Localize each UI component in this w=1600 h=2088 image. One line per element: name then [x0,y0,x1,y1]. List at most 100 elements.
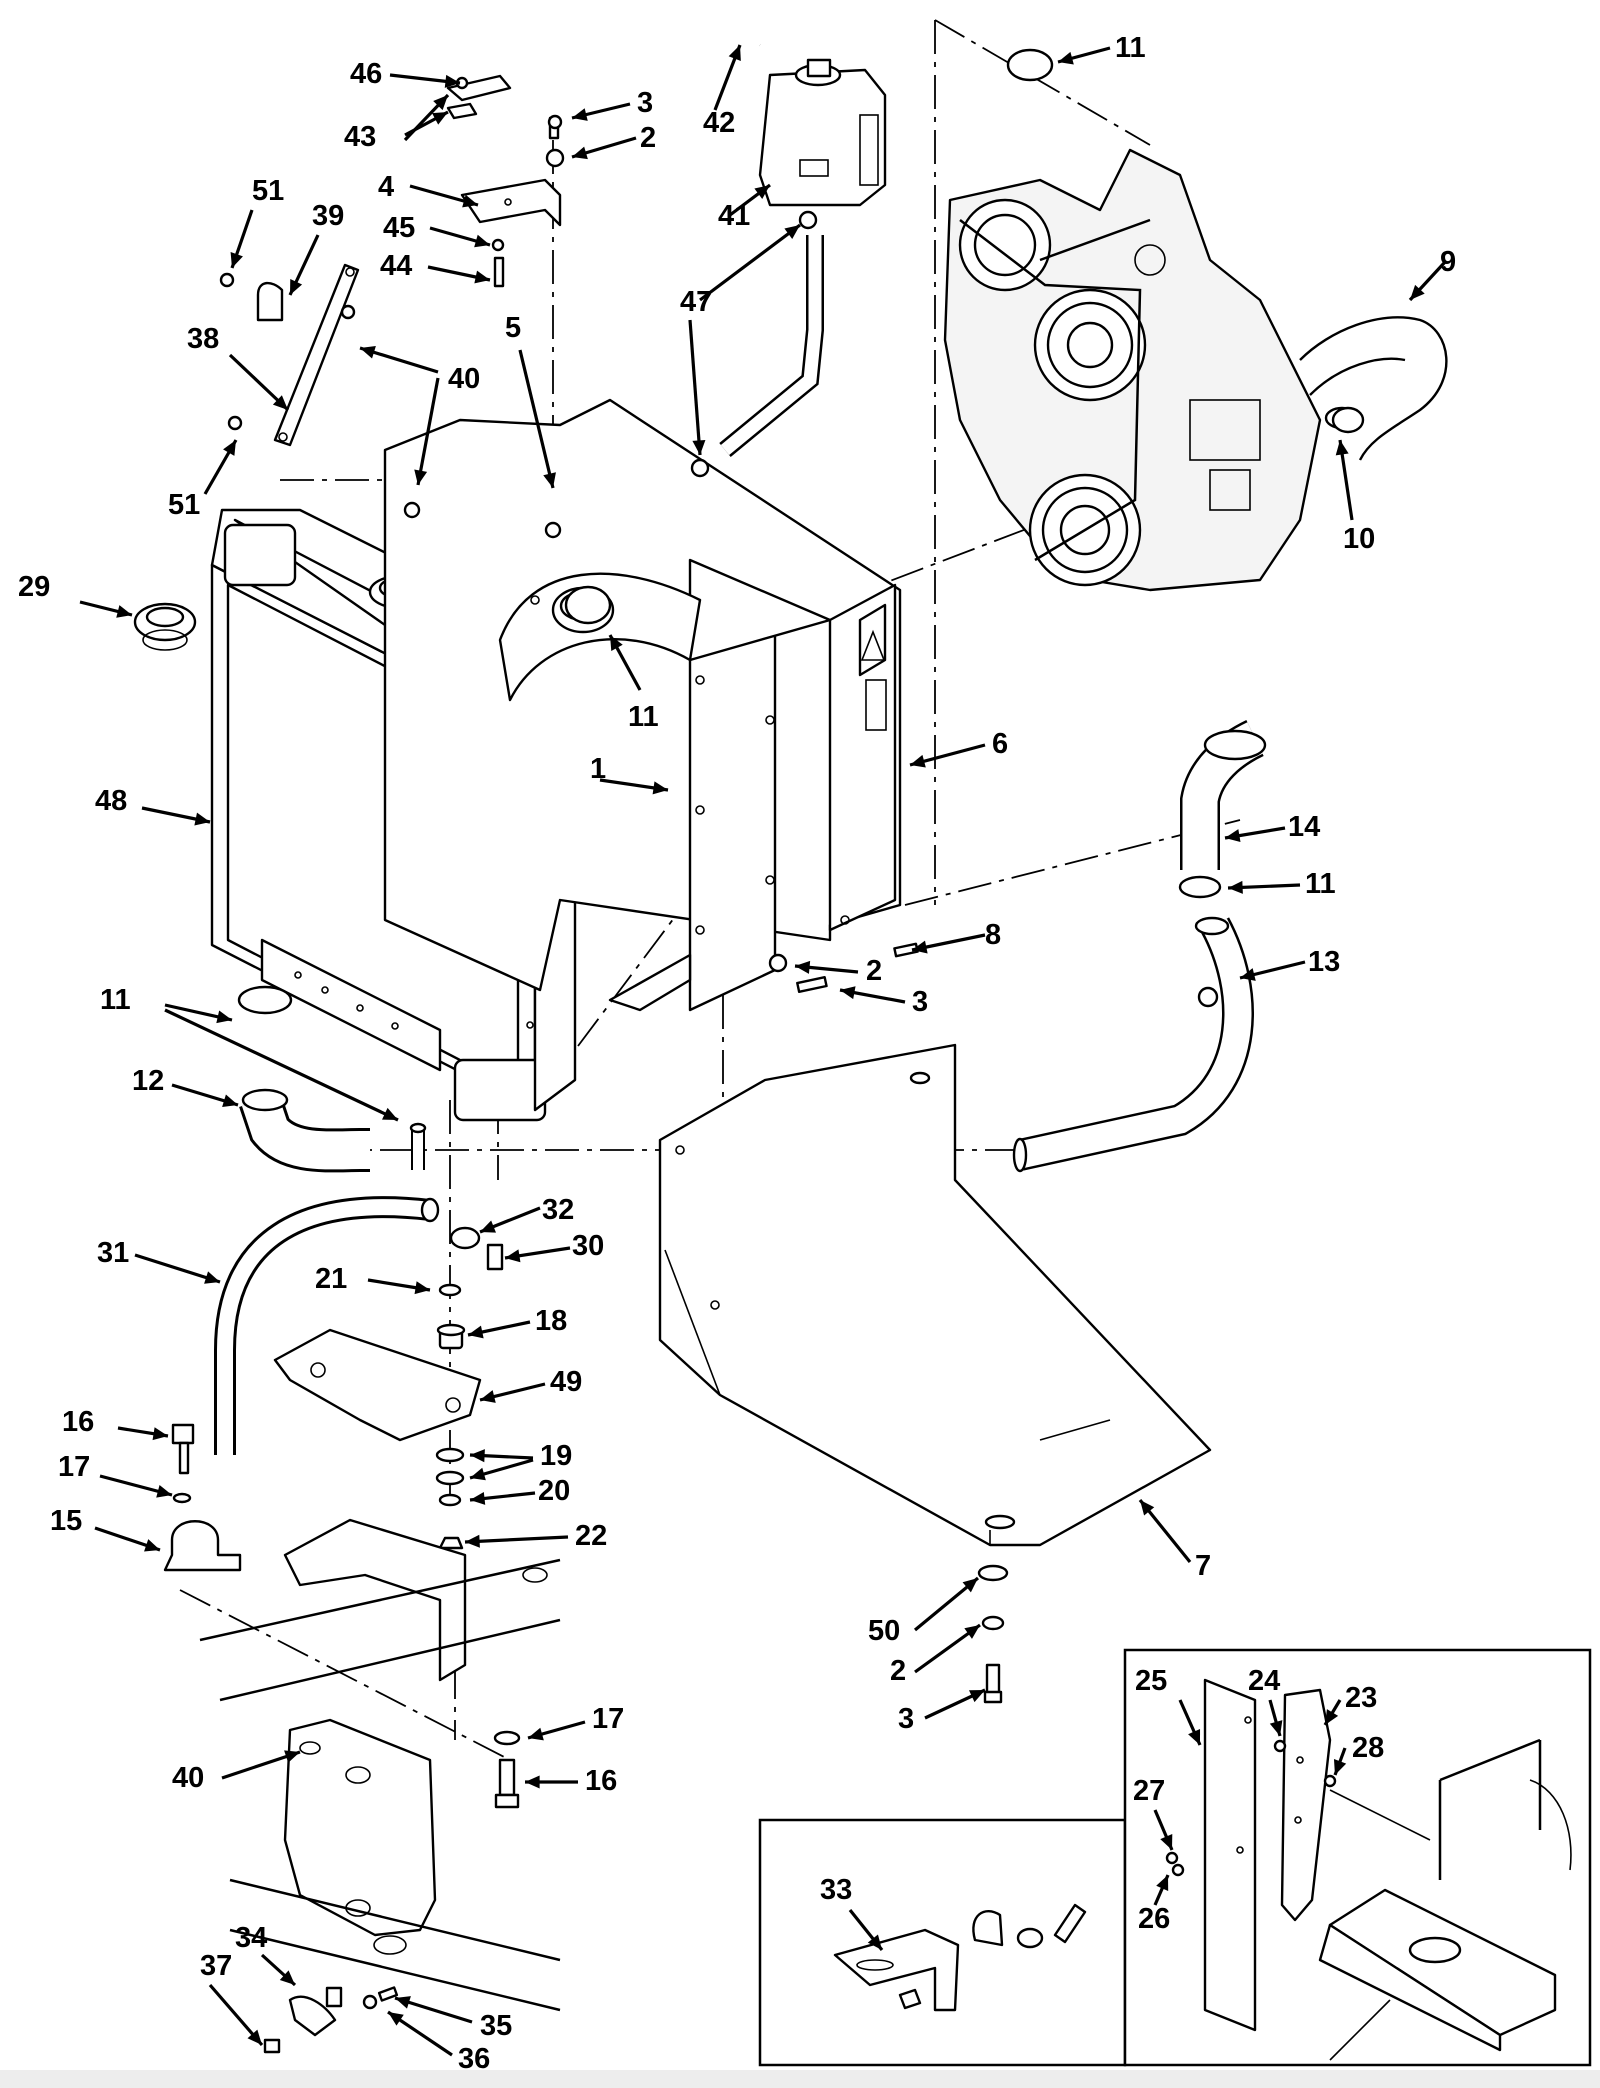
callout-3: 3 [637,87,653,119]
callout-42: 42 [703,107,735,139]
callout-17: 17 [592,1703,624,1735]
inset-shroud-detail [1123,1648,1592,2067]
callout-20: 20 [538,1475,570,1507]
arrowhead [382,1107,398,1120]
callout-49: 49 [550,1366,582,1398]
callout-9: 9 [1440,246,1456,278]
arrowhead [1325,1709,1339,1725]
arrowhead [528,1727,544,1741]
radiator-hoses [239,719,1267,1173]
callout-37: 37 [200,1950,232,1982]
arrowhead [910,754,926,768]
coolant-overflow-bottle [662,18,887,478]
arrowhead [1140,1500,1155,1516]
callout-30: 30 [572,1230,604,1262]
arrowhead [474,270,490,284]
callout-48: 48 [95,785,127,817]
arrowhead [272,395,288,410]
callout-5: 5 [505,312,521,344]
frame-crossmember [199,1518,561,2054]
callout-28: 28 [1352,1732,1384,1764]
leader-line [416,377,440,486]
callout-47: 47 [680,286,712,318]
callout-22: 22 [575,1520,607,1552]
arrowhead [216,1010,232,1024]
callout-13: 13 [1308,946,1340,978]
arrowhead [204,1271,220,1284]
arrowhead [754,185,770,199]
arrowhead [795,960,811,974]
arrowhead [474,234,490,248]
callout-41: 41 [718,200,750,232]
arrowhead [284,1750,300,1763]
arrowhead [444,74,460,88]
callout-15: 15 [50,1505,82,1537]
callout-11: 11 [628,701,659,733]
hose-clamps [237,48,1365,1015]
callout-31: 31 [97,1237,129,1269]
callout-12: 12 [132,1065,164,1097]
arrowhead [543,472,556,488]
arrowhead [360,346,376,359]
arrowhead [470,1467,486,1481]
callout-11: 11 [1305,868,1336,900]
arrowhead [462,194,478,208]
callout-40: 40 [172,1762,204,1794]
callout-39: 39 [312,200,344,232]
leader-line [164,1008,399,1122]
arrowhead [480,1220,496,1233]
callout-16: 16 [585,1765,617,1797]
arrowhead [468,1325,484,1339]
callout-8: 8 [985,919,1001,951]
callout-23: 23 [1345,1682,1377,1714]
arrowhead [525,1775,540,1789]
callout-43: 43 [344,121,376,153]
arrowhead [194,812,210,826]
inset-clamp-detail [758,1818,1127,2067]
arrowhead [1228,880,1243,894]
callout-14: 14 [1288,811,1320,843]
arrowhead [912,940,928,954]
fan-guard-panel [658,1043,1212,1547]
arrowhead [572,146,588,160]
arrowhead [692,439,706,455]
arrowhead [290,279,303,295]
callout-46: 46 [350,58,382,90]
arrowhead [840,986,856,1000]
callout-25: 25 [1135,1665,1167,1697]
leader-arrows [79,44,1447,2057]
callout-35: 35 [480,2010,512,2042]
callout-2: 2 [640,122,656,154]
callout-24: 24 [1248,1665,1280,1697]
callout-38: 38 [187,323,219,355]
arrowhead [969,1690,985,1703]
arrowhead [230,252,243,268]
callout-16: 16 [62,1406,94,1438]
callout-51: 51 [168,489,200,521]
callout-3: 3 [912,986,928,1018]
arrowhead [432,112,448,125]
arrowhead [962,1578,978,1593]
arrowhead [470,1449,485,1463]
callout-26: 26 [1138,1903,1170,1935]
callout-11: 11 [1115,32,1146,64]
callout-33: 33 [820,1874,852,1906]
arrowhead [414,1281,430,1295]
leader-line [134,1253,221,1284]
arrowhead [222,1094,238,1108]
leader-line [688,319,702,456]
callout-4: 4 [378,171,394,203]
arrowhead [784,225,800,239]
arrowhead [465,1534,480,1548]
callout-3: 3 [898,1703,914,1735]
arrowhead [610,635,623,651]
leader-line [464,1535,569,1544]
arrowhead [652,781,668,795]
radiator-brace [219,263,421,519]
arrowhead [1240,968,1256,981]
leader-line [518,349,555,489]
fasteners [768,942,1009,1704]
callout-11: 11 [100,984,131,1016]
callout-45: 45 [383,212,415,244]
